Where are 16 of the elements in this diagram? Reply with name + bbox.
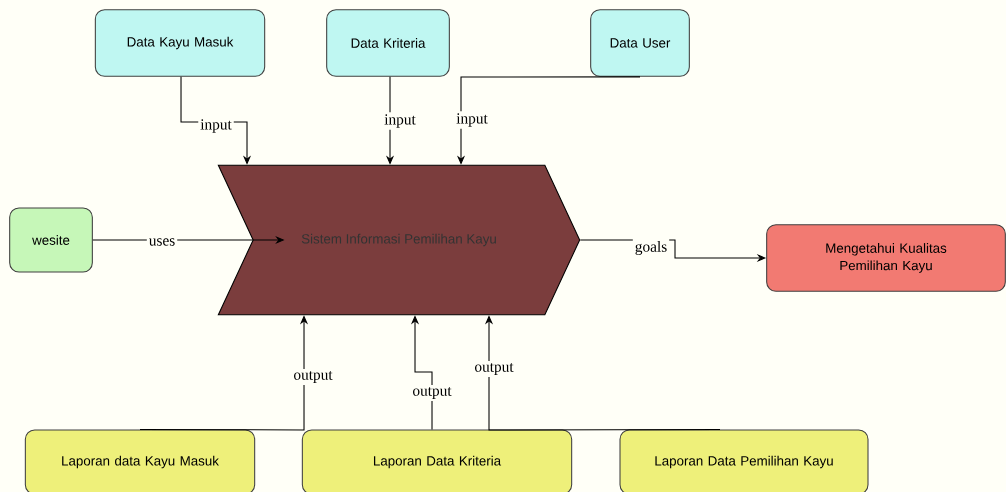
edge-label: goals <box>632 239 670 257</box>
report-box: Laporan Data Pemilihan Kayu <box>619 429 869 492</box>
edge-label: input <box>382 112 418 130</box>
report-box: Laporan data Kayu Masuk <box>24 429 256 492</box>
edge-label: input <box>454 111 490 129</box>
input-box: Data Kriteria <box>326 9 450 77</box>
report-box: Laporan Data Kriteria <box>301 429 573 492</box>
goal-box: Mengetahui Kualitas Pemilihan Kayu <box>766 224 1006 292</box>
input-box: Data User <box>590 9 690 77</box>
edge-label: output <box>410 385 454 401</box>
actor-box: wesite <box>9 207 93 273</box>
edge-label: output <box>472 361 516 377</box>
edge-label: output <box>291 369 335 385</box>
input-box: Data Kayu Masuk <box>94 9 266 77</box>
edge-label: uses <box>146 236 178 248</box>
edge-label: input <box>198 117 234 135</box>
